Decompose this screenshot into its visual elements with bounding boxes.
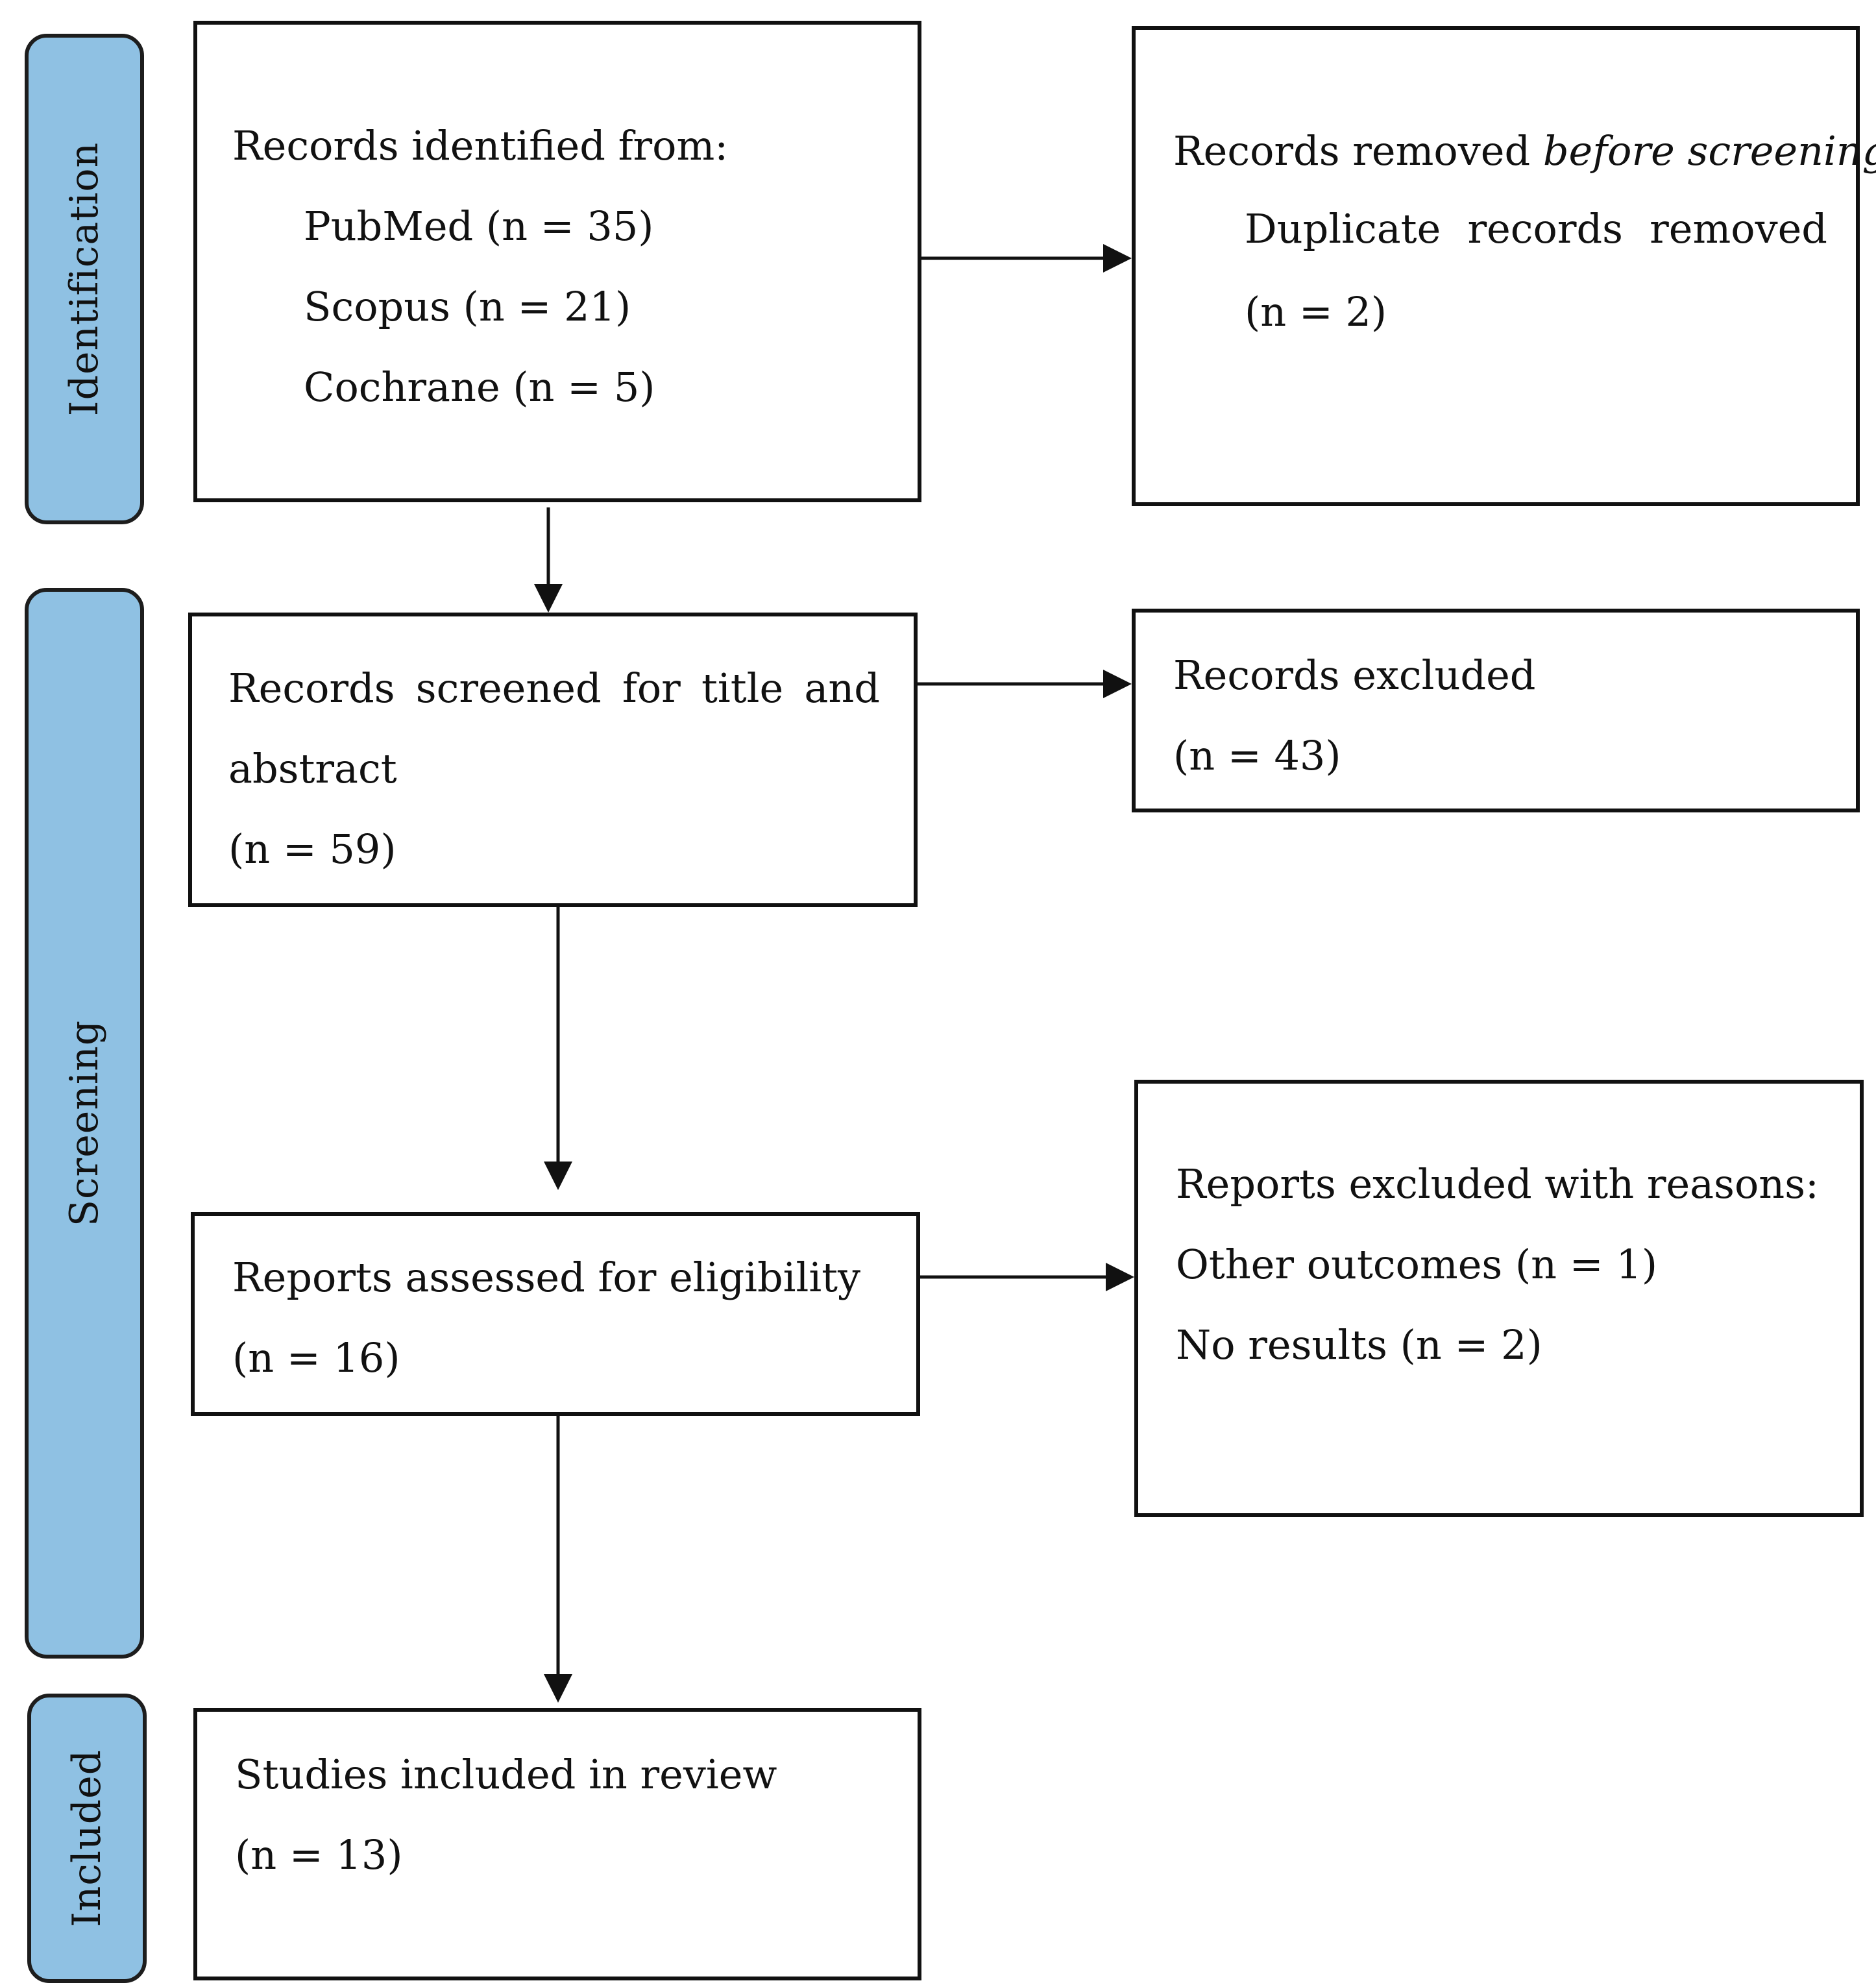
arrowhead-screened — [534, 584, 563, 613]
phase-identification: Identification — [25, 34, 144, 524]
records-removed-heading: Records removed before screening: — [1173, 127, 1876, 175]
reason-other-outcomes: Other outcomes (n = 1) — [1176, 1241, 1658, 1288]
records-excluded-count: (n = 43) — [1173, 732, 1341, 779]
duplicate-records-count: (n = 2) — [1245, 288, 1387, 335]
source-pubmed: PubMed (n = 35) — [304, 202, 654, 250]
arrowhead-reports-excluded — [1106, 1263, 1134, 1291]
reports-excluded-heading: Reports excluded with reasons: — [1176, 1160, 1819, 1208]
phase-included: Included — [27, 1694, 147, 1983]
reports-excluded-box: Reports excluded with reasons: Other out… — [1134, 1080, 1864, 1517]
phase-screening: Screening — [25, 588, 144, 1659]
reports-assessed-label: Reports assessed for eligibility — [232, 1254, 861, 1301]
records-excluded-box: Records excluded (n = 43) — [1132, 609, 1860, 812]
source-scopus: Scopus (n = 21) — [304, 283, 631, 330]
duplicate-records-label: Duplicate records removed — [1245, 205, 1827, 252]
reports-assessed-box: Reports assessed for eligibility (n = 16… — [191, 1212, 920, 1416]
studies-included-box: Studies included in review (n = 13) — [193, 1708, 921, 1980]
records-screened-box: Records screened for title and abstract … — [188, 613, 918, 907]
arrowhead-assessed — [544, 1162, 572, 1190]
records-screened-label: Records screened for title and — [228, 664, 880, 712]
records-excluded-label: Records excluded — [1173, 651, 1536, 699]
reason-no-results: No results (n = 2) — [1176, 1321, 1542, 1369]
reports-assessed-count: (n = 16) — [232, 1334, 400, 1381]
source-cochrane: Cochrane (n = 5) — [304, 363, 655, 411]
arrowhead-removed — [1103, 244, 1132, 273]
studies-included-label: Studies included in review — [235, 1751, 777, 1798]
arrowhead-excluded — [1103, 670, 1132, 698]
records-screened-label-cont: abstract — [228, 745, 397, 792]
records-removed-box: Records removed before screening: Duplic… — [1132, 26, 1876, 506]
records-identified-box: Records identified from: PubMed (n = 35)… — [193, 21, 921, 502]
records-identified-heading: Records identified from: — [232, 122, 729, 169]
records-screened-count: (n = 59) — [228, 825, 396, 873]
studies-included-count: (n = 13) — [235, 1831, 403, 1879]
arrowhead-included — [544, 1674, 572, 1703]
